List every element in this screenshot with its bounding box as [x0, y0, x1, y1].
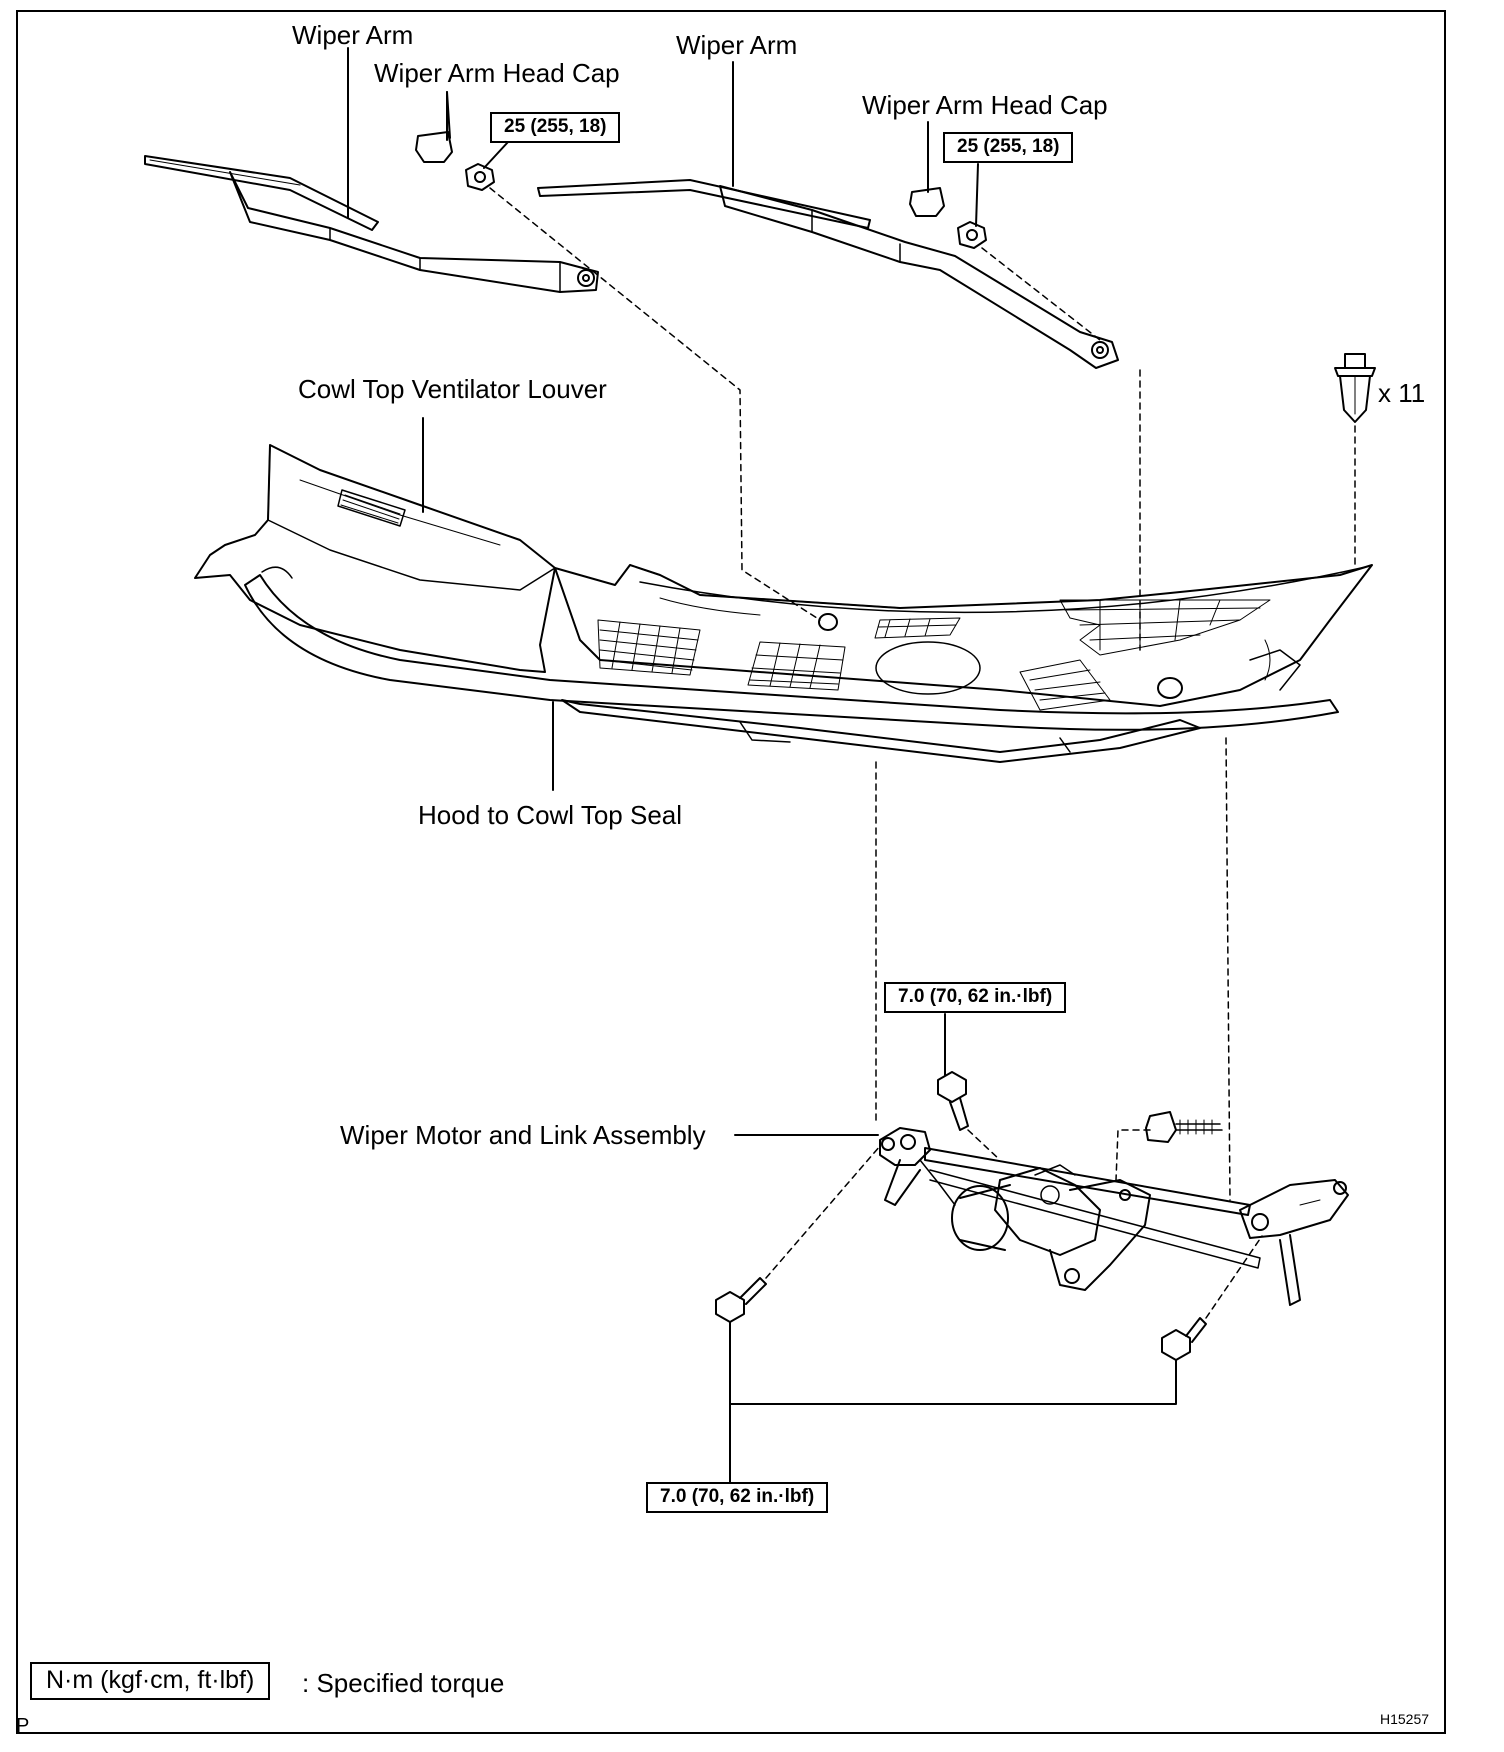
- corner-left-mark: P: [16, 1715, 30, 1737]
- label-hood-seal: Hood to Cowl Top Seal: [418, 800, 683, 830]
- dashed-guide-left-nut: [489, 187, 821, 621]
- label-head-cap-left: Wiper Arm Head Cap: [374, 58, 620, 88]
- left-nut: [465, 163, 495, 191]
- right-nut: [957, 221, 987, 249]
- cowl-top-ventilator-louver: [194, 444, 1373, 731]
- upper-bolt: [937, 1071, 969, 1131]
- legend-unit-box: N·m (kgf·cm, ft·lbf): [30, 1662, 271, 1700]
- lower-bolt-right: [1161, 1317, 1207, 1361]
- label-wiper-arm-left: Wiper Arm: [292, 20, 414, 50]
- torque-bolt-lower: 7.0 (70, 62 in.·lbf): [646, 1482, 829, 1513]
- hood-to-cowl-top-seal: [561, 699, 1201, 763]
- label-cowl-louver: Cowl Top Ventilator Louver: [298, 374, 607, 404]
- legend-meaning: : Specified torque: [302, 1668, 505, 1698]
- label-wiper-arm-right: Wiper Arm: [676, 30, 798, 60]
- left-wiper-arm: [144, 155, 599, 293]
- torque-nut-right: 25 (255, 18): [943, 132, 1074, 163]
- label-clip-count: x 11: [1378, 378, 1426, 408]
- clip-fastener: [1334, 353, 1376, 423]
- figure-frame: [16, 10, 1446, 1734]
- right-wiper-arm: [537, 179, 1119, 369]
- torque-bolt-upper: 7.0 (70, 62 in.·lbf): [884, 982, 1067, 1013]
- wiper-motor-link-assembly: [879, 1127, 1349, 1306]
- wire-connector: [1145, 1111, 1223, 1143]
- torque-nut-left: 25 (255, 18): [490, 112, 621, 143]
- right-head-cap: [909, 187, 945, 217]
- label-motor-link: Wiper Motor and Link Assembly: [340, 1120, 706, 1150]
- figure-id: H15257: [1380, 1711, 1430, 1727]
- lower-bolt-left: [715, 1277, 767, 1323]
- label-head-cap-right: Wiper Arm Head Cap: [862, 90, 1108, 120]
